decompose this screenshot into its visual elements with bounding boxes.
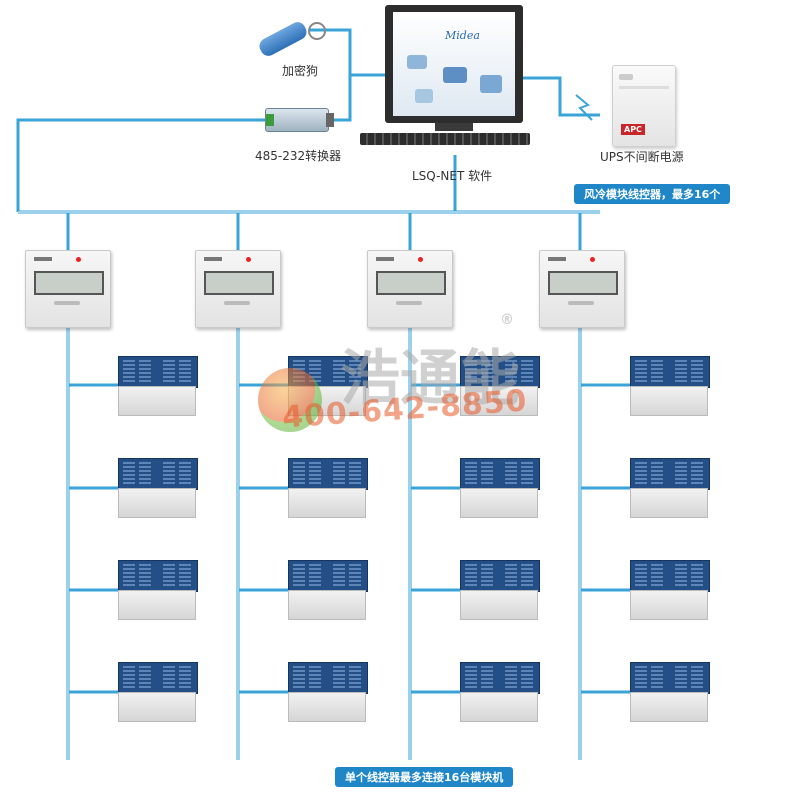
wire-controller xyxy=(25,250,111,328)
ups-device-icon: APC xyxy=(612,65,676,147)
module-unit xyxy=(288,662,368,722)
monitor-brand-logo: Midea xyxy=(445,29,480,42)
controllers-note-badge: 风冷模块线控器，最多16个 xyxy=(574,184,731,204)
module-unit xyxy=(288,458,368,518)
module-unit xyxy=(118,356,198,416)
module-unit xyxy=(630,662,710,722)
units-note-badge: 单个线控器最多连接16台模块机 xyxy=(335,767,514,787)
module-unit xyxy=(460,356,540,416)
watermark-reg: ® xyxy=(500,312,514,328)
module-unit xyxy=(460,560,540,620)
watermark-logo-icon xyxy=(258,368,322,432)
watermark-name: 浩通能 xyxy=(340,344,520,414)
module-unit xyxy=(288,560,368,620)
module-unit xyxy=(118,560,198,620)
module-unit xyxy=(460,662,540,722)
module-unit xyxy=(630,458,710,518)
wire-controller xyxy=(367,250,453,328)
module-unit xyxy=(118,662,198,722)
ups-brand-logo: APC xyxy=(621,124,645,135)
converter-device-icon xyxy=(265,108,334,132)
wire-controller xyxy=(195,250,281,328)
module-unit xyxy=(460,458,540,518)
converter-label: 485-232转换器 xyxy=(255,149,342,163)
module-unit xyxy=(630,560,710,620)
dongle-label: 加密狗 xyxy=(282,64,319,78)
wire-controller xyxy=(539,250,625,328)
software-label: LSQ-NET 软件 xyxy=(412,169,493,183)
ups-label: UPS不间断电源 xyxy=(600,150,684,164)
module-unit xyxy=(118,458,198,518)
computer-monitor-icon: Midea xyxy=(360,5,530,145)
module-unit xyxy=(630,356,710,416)
